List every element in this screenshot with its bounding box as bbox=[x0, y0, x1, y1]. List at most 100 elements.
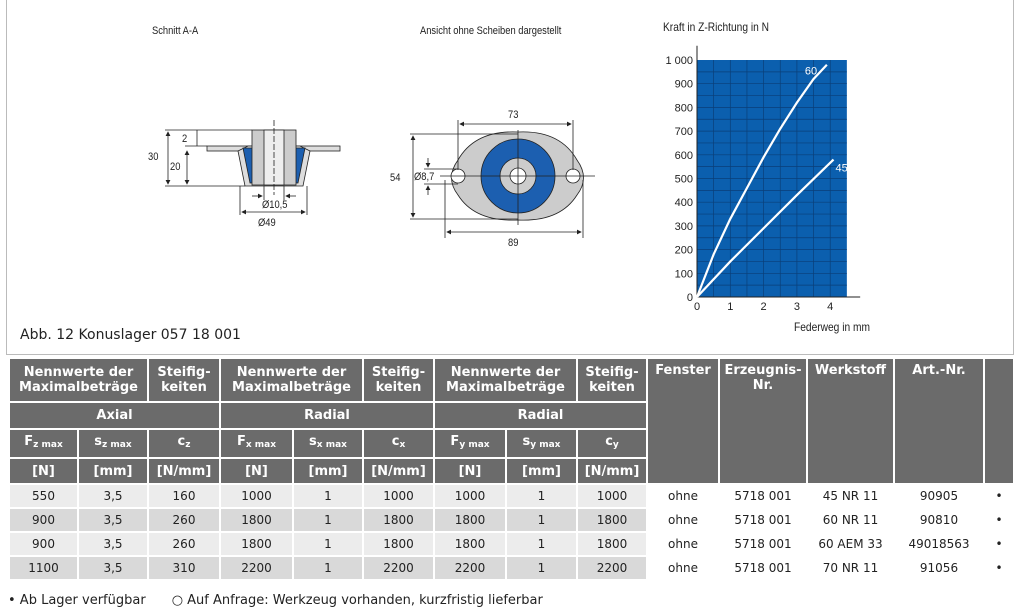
table-cell: 1800 bbox=[433, 531, 507, 557]
table-cell: 5718 001 bbox=[718, 483, 808, 509]
table-cell: 70 NR 11 bbox=[806, 555, 895, 581]
table-cell: 1 bbox=[505, 507, 578, 533]
dim-inner-dia: Ø10,5 bbox=[262, 199, 288, 211]
header-unit: [N] bbox=[433, 457, 507, 485]
header-steifigkeiten-axial: Steifig-keiten bbox=[147, 357, 221, 403]
table-cell: 5718 001 bbox=[718, 531, 808, 557]
table-cell: 90810 bbox=[893, 507, 985, 533]
table-cell: 45 NR 11 bbox=[806, 483, 895, 509]
header-symbol: cz bbox=[147, 428, 221, 459]
header-symbol: sx max bbox=[292, 428, 364, 459]
header-werkstoff: Werkstoff bbox=[806, 357, 895, 485]
dim-outer-dia: Ø49 bbox=[258, 217, 276, 229]
figure-caption: Abb. 12 Konuslager 057 18 001 bbox=[20, 327, 241, 343]
header-unit: [N/mm] bbox=[147, 457, 221, 485]
table-cell: 1800 bbox=[219, 507, 294, 533]
series-line-60 bbox=[695, 63, 828, 298]
header-availability bbox=[983, 357, 1015, 485]
table-cell: 1 bbox=[505, 483, 578, 509]
table-cell: 260 bbox=[147, 531, 221, 557]
dim-height-total: 30 bbox=[148, 151, 159, 163]
dim-body: 20 bbox=[170, 161, 181, 173]
table-cell: ohne bbox=[646, 483, 720, 509]
table-cell: 1800 bbox=[433, 507, 507, 533]
section-title: Schnitt A-A bbox=[152, 25, 199, 37]
table-cell: 3,5 bbox=[77, 507, 149, 533]
header-symbol: Fz max bbox=[8, 428, 79, 459]
legend-footnote: • Ab Lager verfügbar ○ Auf Anfrage: Werkz… bbox=[8, 593, 569, 608]
y-tick-label: 300 bbox=[675, 221, 693, 233]
header-nennwerte-radial-y: Nennwerte der Maximalbeträge bbox=[433, 357, 578, 403]
table-cell: 1000 bbox=[433, 483, 507, 509]
spec-table: Nennwerte der Maximalbeträge Steifig-kei… bbox=[8, 357, 1015, 581]
table-cell: 2200 bbox=[576, 555, 648, 581]
header-radial-x: Radial bbox=[219, 401, 435, 430]
x-tick-label: 4 bbox=[827, 301, 833, 313]
view-title: Ansicht ohne Scheiben dargestellt bbox=[420, 25, 562, 37]
footnote-request: ○ Auf Anfrage: Werkzeug vorhanden, kurzf… bbox=[171, 593, 543, 608]
table-cell: 900 bbox=[8, 507, 79, 533]
header-steifigkeiten-radial-y: Steifig-keiten bbox=[576, 357, 648, 403]
table-cell: 1 bbox=[292, 483, 364, 509]
dim-hole-dia: Ø8,7 bbox=[414, 171, 435, 183]
table-cell: ohne bbox=[646, 507, 720, 533]
series-line-45 bbox=[696, 158, 835, 298]
header-unit: [N] bbox=[8, 457, 79, 485]
table-cell: 160 bbox=[147, 483, 221, 509]
footnote-stock: • Ab Lager verfügbar bbox=[8, 593, 146, 608]
table-cell: 1 bbox=[505, 555, 578, 581]
table-cell: • bbox=[983, 507, 1015, 533]
table-cell: 310 bbox=[147, 555, 221, 581]
table-cell: • bbox=[983, 483, 1015, 509]
x-tick-label: 0 bbox=[694, 301, 700, 313]
table-cell: 1800 bbox=[362, 507, 435, 533]
table-cell: 5718 001 bbox=[718, 555, 808, 581]
table-cell: 3,5 bbox=[77, 531, 149, 557]
header-symbol: Fy max bbox=[433, 428, 507, 459]
x-tick-label: 3 bbox=[794, 301, 800, 313]
section-drawing bbox=[165, 120, 341, 215]
x-tick-label: 2 bbox=[761, 301, 767, 313]
table-cell: 91056 bbox=[893, 555, 985, 581]
y-tick-label: 1 000 bbox=[665, 55, 693, 67]
table-cell: 60 AEM 33 bbox=[806, 531, 895, 557]
dim-flange: 2 bbox=[182, 133, 188, 145]
dim-hole-spacing: 73 bbox=[508, 109, 519, 121]
header-symbol: sz max bbox=[77, 428, 149, 459]
table-cell: 1800 bbox=[576, 507, 648, 533]
y-tick-label: 100 bbox=[675, 268, 693, 280]
header-radial-y: Radial bbox=[433, 401, 648, 430]
table-cell: 1 bbox=[292, 507, 364, 533]
dim-height: 54 bbox=[390, 172, 401, 184]
header-unit: [N/mm] bbox=[362, 457, 435, 485]
table-cell: • bbox=[983, 555, 1015, 581]
table-cell: 3,5 bbox=[77, 555, 149, 581]
table-cell: 1000 bbox=[362, 483, 435, 509]
table-cell: 1800 bbox=[576, 531, 648, 557]
table-cell: 260 bbox=[147, 507, 221, 533]
header-art-nr: Art.-Nr. bbox=[893, 357, 985, 485]
table-cell: 1000 bbox=[219, 483, 294, 509]
table-cell: ohne bbox=[646, 555, 720, 581]
table-cell: 1 bbox=[505, 531, 578, 557]
table-cell: 90905 bbox=[893, 483, 985, 509]
header-axial: Axial bbox=[8, 401, 221, 430]
y-tick-label: 800 bbox=[675, 102, 693, 114]
table-cell: • bbox=[983, 531, 1015, 557]
dim-length: 89 bbox=[508, 237, 519, 249]
header-unit: [N/mm] bbox=[576, 457, 648, 485]
table-cell: 1800 bbox=[362, 531, 435, 557]
table-cell: 2200 bbox=[433, 555, 507, 581]
header-symbol: cx bbox=[362, 428, 435, 459]
table-cell: 1000 bbox=[576, 483, 648, 509]
header-symbol: sy max bbox=[505, 428, 578, 459]
table-cell: 1 bbox=[292, 555, 364, 581]
header-erzeugnis-nr: Erzeugnis-Nr. bbox=[718, 357, 808, 485]
table-cell: 49018563 bbox=[893, 531, 985, 557]
